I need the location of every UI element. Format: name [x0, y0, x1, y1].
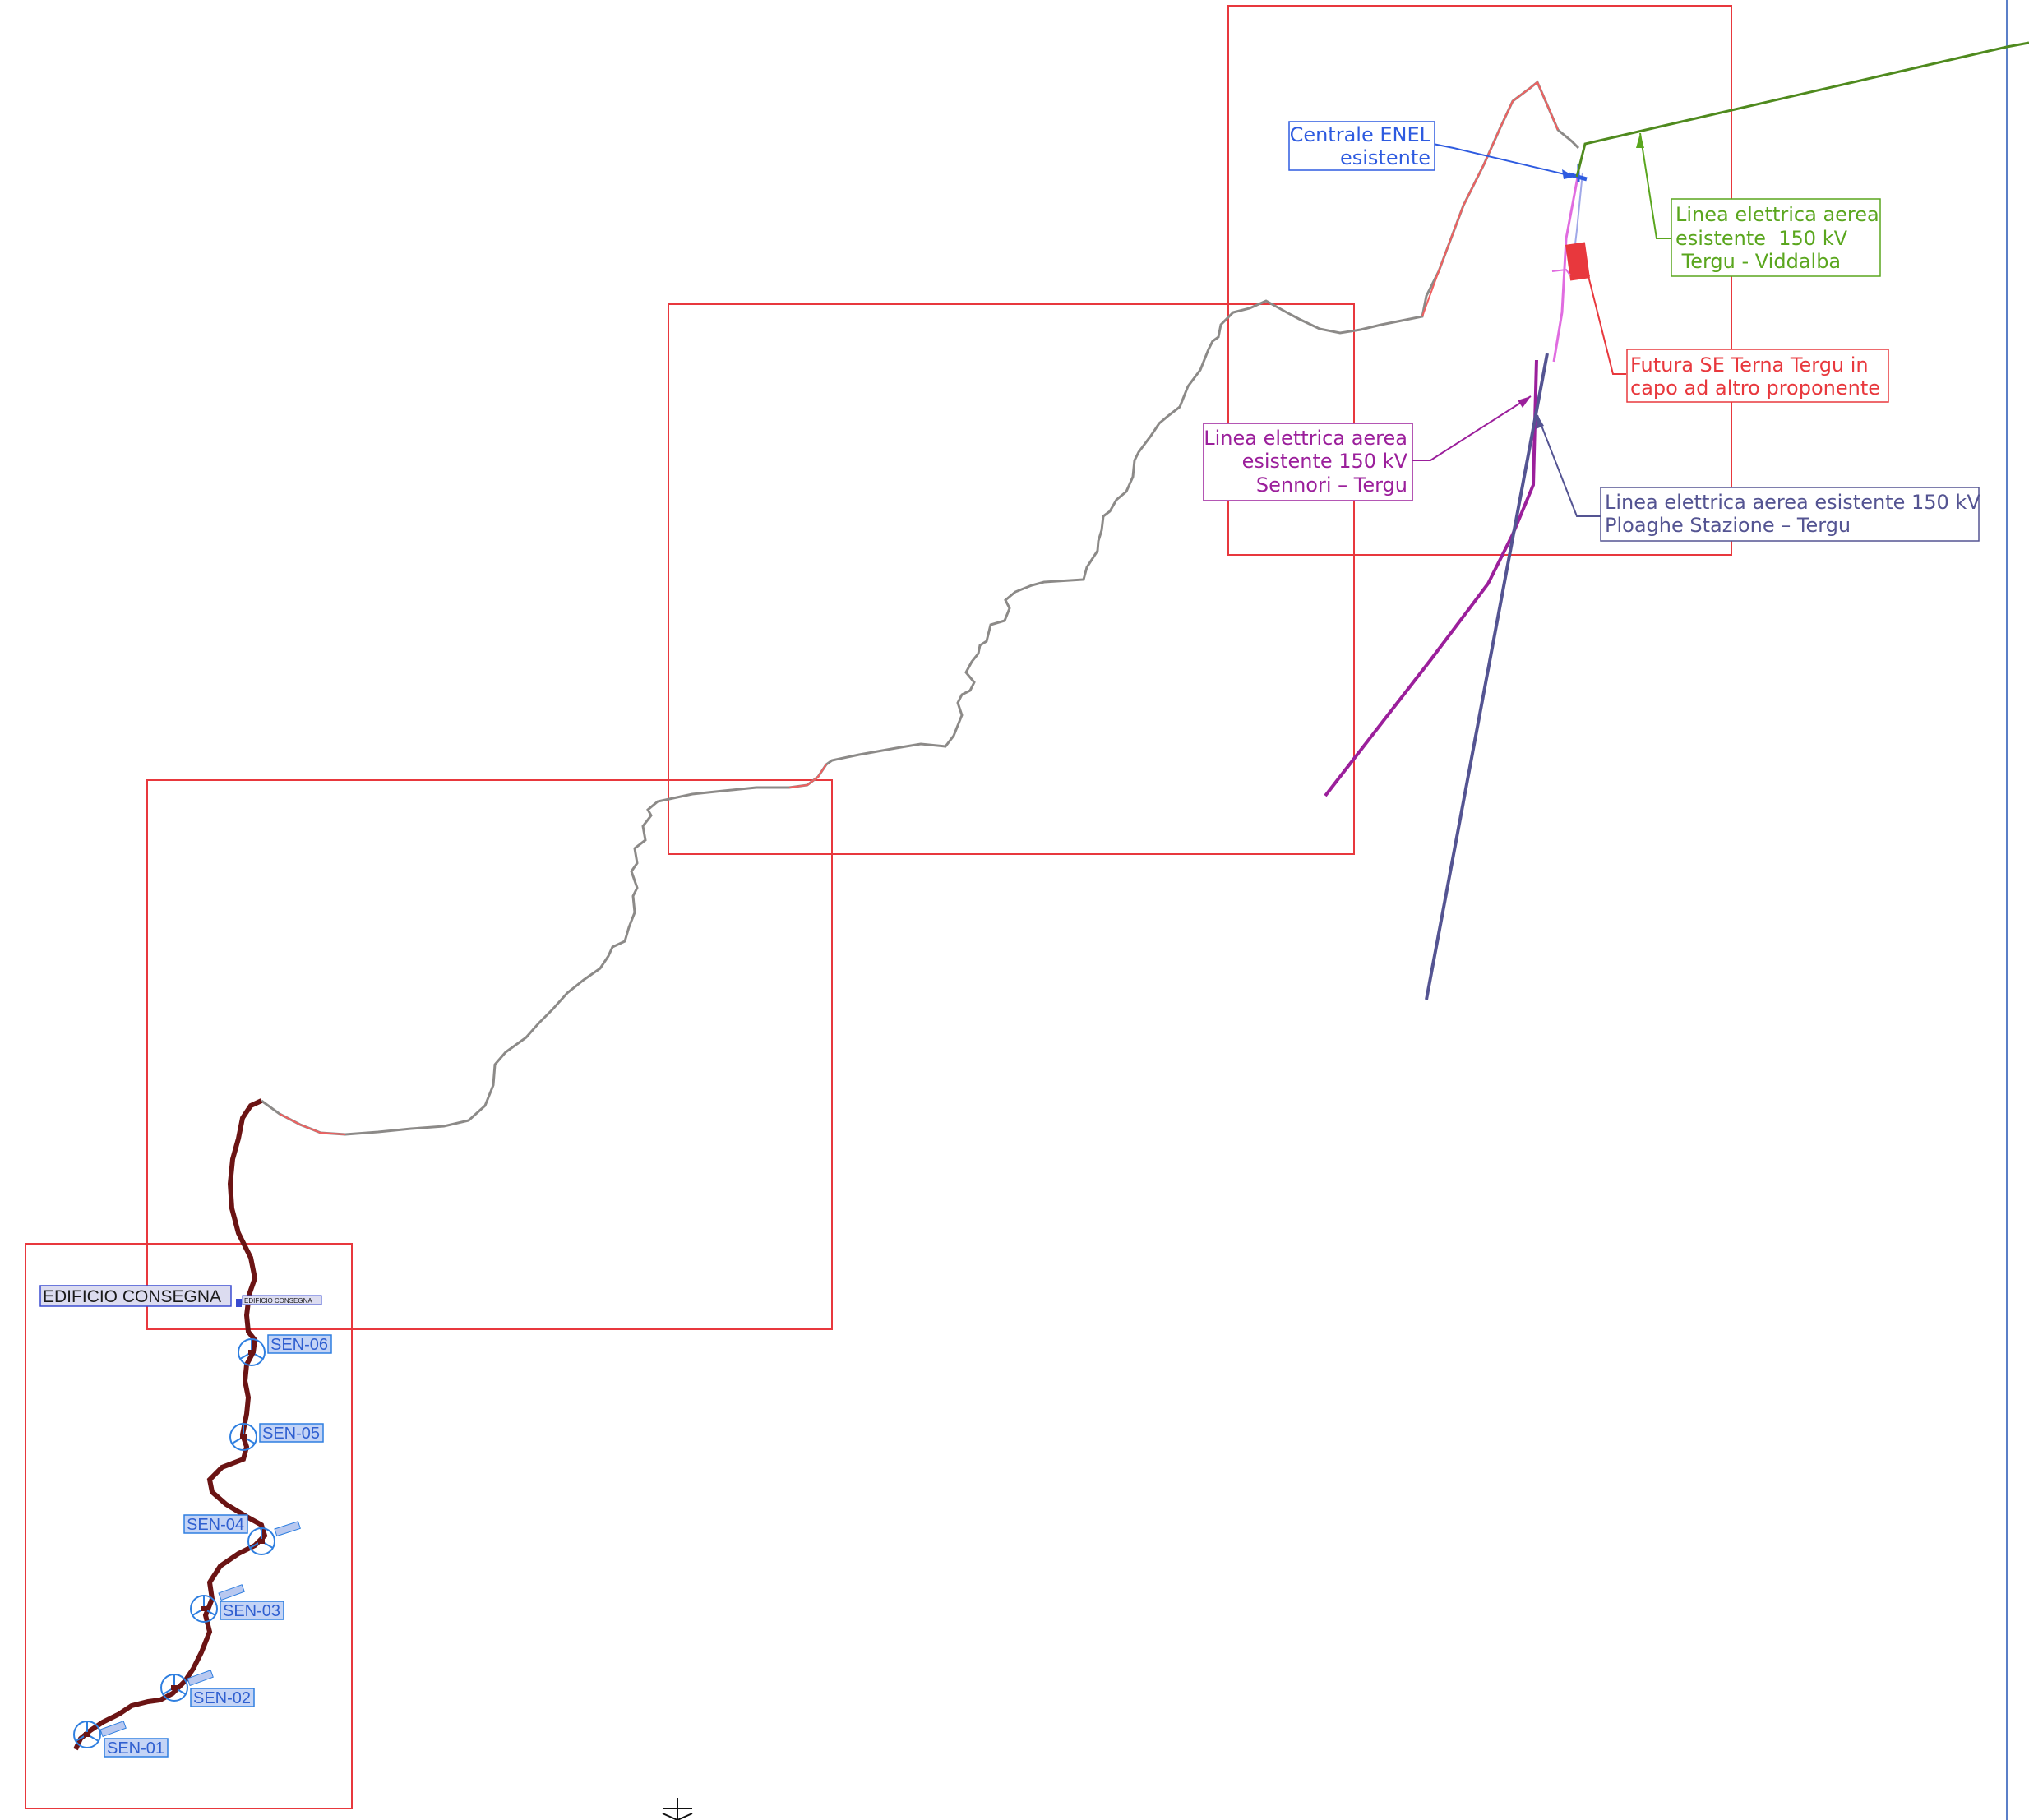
label-edificio-consegna-text: EDIFICIO CONSEGNA [43, 1287, 221, 1306]
label-centrale-enel-line1: Centrale ENEL [1290, 123, 1431, 146]
cable-route [261, 80, 1580, 1136]
line-tergu-viddalba [1575, 45, 2008, 178]
wind-turbine-sen-04: SEN-04 [183, 1514, 301, 1555]
se-connection [1551, 268, 1571, 276]
turbine-pad [171, 1685, 178, 1690]
turbine-label-box [220, 1601, 284, 1620]
turbine-pad [258, 1539, 265, 1544]
label-edificio-consegna-small: EDIFICIO CONSEGNA [242, 1295, 322, 1305]
label-sennori-line3: Sennori – Tergu [1256, 473, 1407, 497]
leader-lines [1412, 132, 1671, 517]
turbine-small-tag [218, 1584, 245, 1601]
edificio-consegna-symbol [236, 1299, 242, 1307]
label-edificio-consegna: EDIFICIO CONSEGNA [39, 1285, 232, 1307]
turbine-pad [201, 1606, 207, 1611]
turbine-label-box [267, 1334, 332, 1354]
turbine-label-sen-04: SEN-04 [187, 1516, 244, 1534]
north-arrow-icon [662, 1798, 693, 1820]
label-futura-se-line1: Futura SE Terna Tergu in [1630, 353, 1869, 376]
turbine-pad [240, 1434, 247, 1439]
label-futura-se-terna: Futura SE Terna Tergu in capo ad altro p… [1626, 349, 1889, 403]
frame-top-right [1227, 5, 1732, 556]
internal-cable [73, 1098, 268, 1751]
label-linea-ploaghe-tergu: Linea elettrica aerea esistente 150 kV P… [1600, 487, 1980, 542]
label-ploaghe-line2: Ploaghe Stazione – Tergu [1605, 514, 1851, 537]
frame-middle [668, 303, 1355, 855]
line-sennori-tergu [1324, 359, 1538, 797]
label-tergu-viddalba-line3: Tergu - Viddalba [1675, 250, 1841, 273]
turbine-pad [248, 1350, 255, 1355]
wind-turbine-sen-02: SEN-02 [160, 1670, 255, 1707]
turbine-label-box [259, 1423, 324, 1443]
label-sennori-line1: Linea elettrica aerea [1204, 427, 1407, 450]
turbine-small-tag [187, 1670, 214, 1687]
label-edificio-consegna-small-text: EDIFICIO CONSEGNA [244, 1297, 312, 1305]
wind-turbine-sen-06: SEN-06 [238, 1334, 332, 1366]
turbine-label-box [190, 1688, 255, 1707]
turbine-label-sen-01: SEN-01 [107, 1739, 164, 1758]
label-linea-sennori-tergu: Linea elettrica aerea esistente 150 kV S… [1203, 423, 1413, 501]
wind-turbine-sen-01: SEN-01 [73, 1721, 169, 1758]
label-linea-tergu-viddalba: Linea elettrica aerea esistente 150 kV T… [1671, 198, 1881, 277]
turbine-label-sen-06: SEN-06 [270, 1336, 328, 1354]
route-accents [279, 81, 1559, 1135]
line-ploaghe-tergu [1425, 353, 1549, 1000]
label-futura-se-line2: capo ad altro proponente [1630, 376, 1880, 400]
wind-turbine-sen-05: SEN-05 [229, 1423, 324, 1451]
label-centrale-enel-line2: esistente [1340, 146, 1430, 169]
turbine-label-box [183, 1514, 248, 1534]
wind-turbine-sen-03: SEN-03 [190, 1584, 284, 1623]
leader-arrowheads [1518, 133, 1644, 429]
turbine-label-sen-05: SEN-05 [262, 1425, 320, 1443]
label-tergu-viddalba-line2: esistente 150 kV [1675, 227, 1848, 250]
turbine-label-sen-02: SEN-02 [193, 1689, 251, 1707]
label-centrale-enel: Centrale ENEL esistente [1288, 121, 1435, 171]
label-sennori-line2: esistente 150 kV [1242, 450, 1408, 473]
turbine-label-box [104, 1738, 169, 1758]
turbine-small-tag [99, 1721, 127, 1738]
frame-bottom-left [25, 1243, 353, 1809]
label-ploaghe-line1: Linea elettrica aerea esistente 150 kV [1605, 491, 1980, 514]
label-tergu-viddalba-line1: Linea elettrica aerea [1675, 203, 1879, 226]
turbine-pad [84, 1732, 90, 1737]
turbine-label-sen-03: SEN-03 [223, 1602, 280, 1620]
viewport-frames [25, 5, 1732, 1809]
turbine-small-tag [274, 1521, 301, 1537]
frame-lower-middle [146, 779, 833, 1330]
